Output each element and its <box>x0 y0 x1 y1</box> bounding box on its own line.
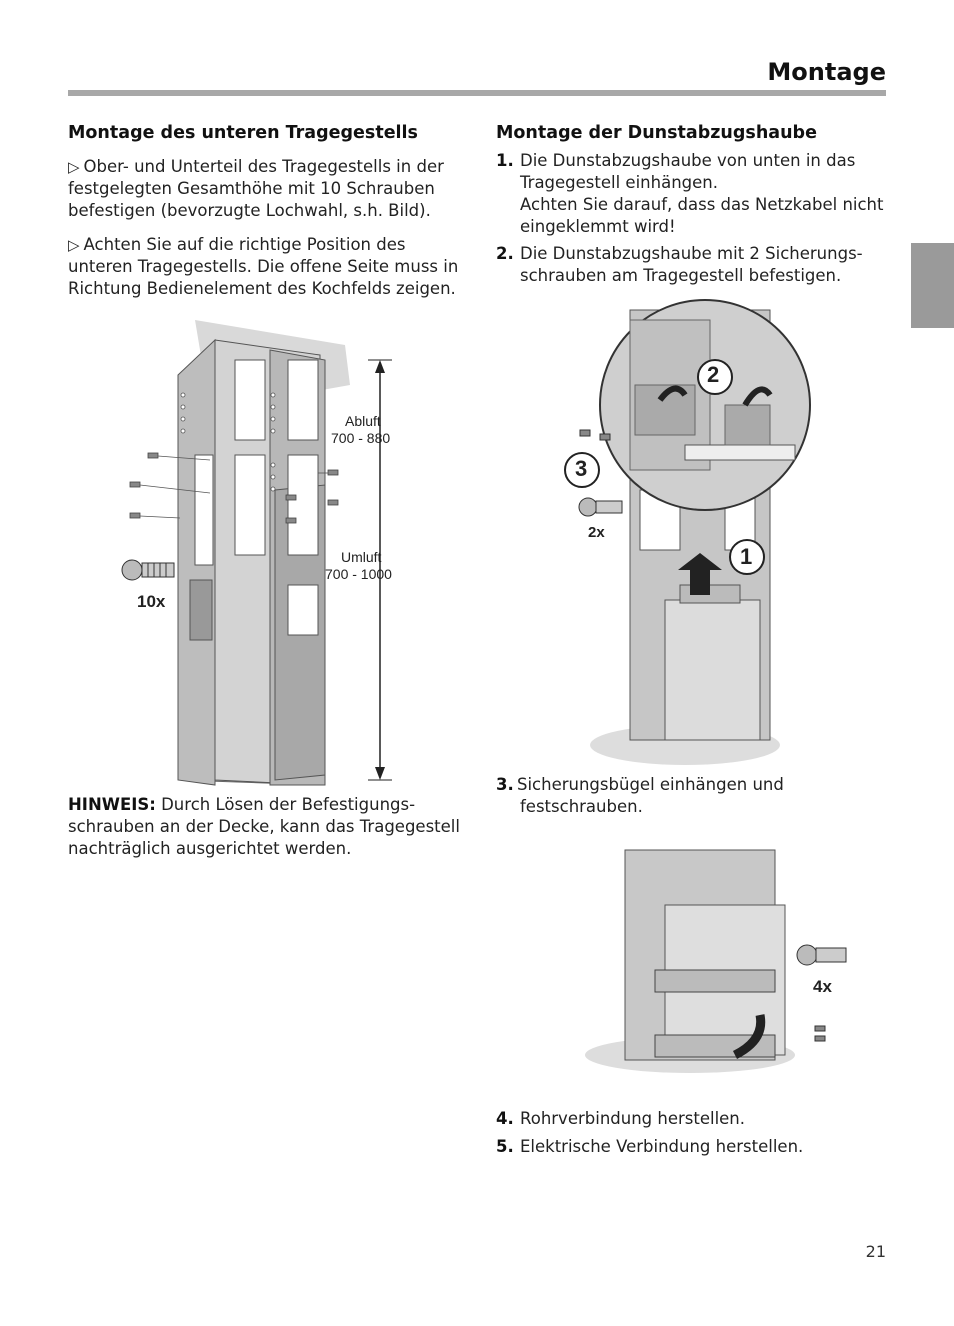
step-number: 1. <box>496 151 514 170</box>
step-1-line-4: eingeklemmt wird! <box>520 217 676 236</box>
page-number: 21 <box>865 1242 886 1261</box>
step-2-line-1: Die Dunstabzugshaube mit 2 Sicherungs- <box>520 244 863 263</box>
step-1-line-1: Die Dunstabzugshaube von unten in das <box>520 151 856 170</box>
up-arrow-icon <box>678 553 722 595</box>
step-1-line-3: Achten Sie darauf, dass das Netzkabel ni… <box>520 195 884 214</box>
abluft-label: Abluft <box>345 413 381 429</box>
hint-text: Durch Lösen der Befestigungs-schrauben a… <box>68 795 460 858</box>
screw-count-label: 10x <box>137 592 166 611</box>
step-number: 4. <box>496 1109 514 1128</box>
marker-2: 2 <box>707 362 720 387</box>
marker-3: 3 <box>575 456 588 481</box>
step-2-line-2: schrauben am Tragegestell befestigen. <box>520 266 842 285</box>
umluft-label: Umluft <box>341 549 382 565</box>
bracket-mounting-figure <box>585 849 847 1073</box>
hood-mounting-figure <box>564 299 811 765</box>
frame-assembly-figure <box>121 320 392 786</box>
step-1-line-2: Tragegestell einhängen. <box>520 173 718 192</box>
step-3-line-2: festschrauben. <box>520 797 643 816</box>
marker-1: 1 <box>740 544 753 569</box>
step-number: 5. <box>496 1137 514 1156</box>
page-title: Montage <box>767 58 886 86</box>
left-bullet-1: ▷Ober- und Unterteil des Tragegestells i… <box>68 156 468 222</box>
screw-icon <box>578 497 623 517</box>
step-marker-2-icon <box>697 359 733 395</box>
screw-count-2x: 2x <box>588 524 605 541</box>
curved-arrow-icon <box>732 1014 766 1060</box>
hint-label: HINWEIS: <box>68 795 156 814</box>
step-marker-3-icon <box>564 452 600 488</box>
triangle-bullet-icon: ▷ <box>68 158 80 176</box>
step-4-line-1: Rohrverbindung herstellen. <box>520 1109 746 1128</box>
bullet-text: Achten Sie auf die richtige Position des… <box>68 235 459 298</box>
screw-icon <box>121 559 175 581</box>
left-bullet-2: ▷Achten Sie auf die richtige Position de… <box>68 234 468 300</box>
step-number: 3. <box>496 775 514 794</box>
bullet-text: Ober- und Unterteil des Tragegestells in… <box>68 157 444 220</box>
right-heading: Montage der Dunstabzugshaube <box>496 123 817 143</box>
step-number: 2. <box>496 244 514 263</box>
left-heading: Montage des unteren Tragegestells <box>68 123 418 143</box>
header-rule <box>68 90 886 96</box>
step-marker-1-icon <box>729 539 765 575</box>
triangle-bullet-icon: ▷ <box>68 236 80 254</box>
step-3-line-1: Sicherungsbügel einhängen und <box>517 775 784 794</box>
abluft-range: 700 - 880 <box>331 430 391 446</box>
umluft-range: 700 - 1000 <box>325 566 392 582</box>
screw-count-4x: 4x <box>813 977 832 996</box>
hint-paragraph: HINWEIS: Durch Lösen der Befestigungs-sc… <box>68 794 468 860</box>
screw-icon <box>796 944 847 966</box>
section-thumb-tab <box>911 243 954 328</box>
step-5-line-1: Elektrische Verbindung herstellen. <box>520 1137 804 1156</box>
